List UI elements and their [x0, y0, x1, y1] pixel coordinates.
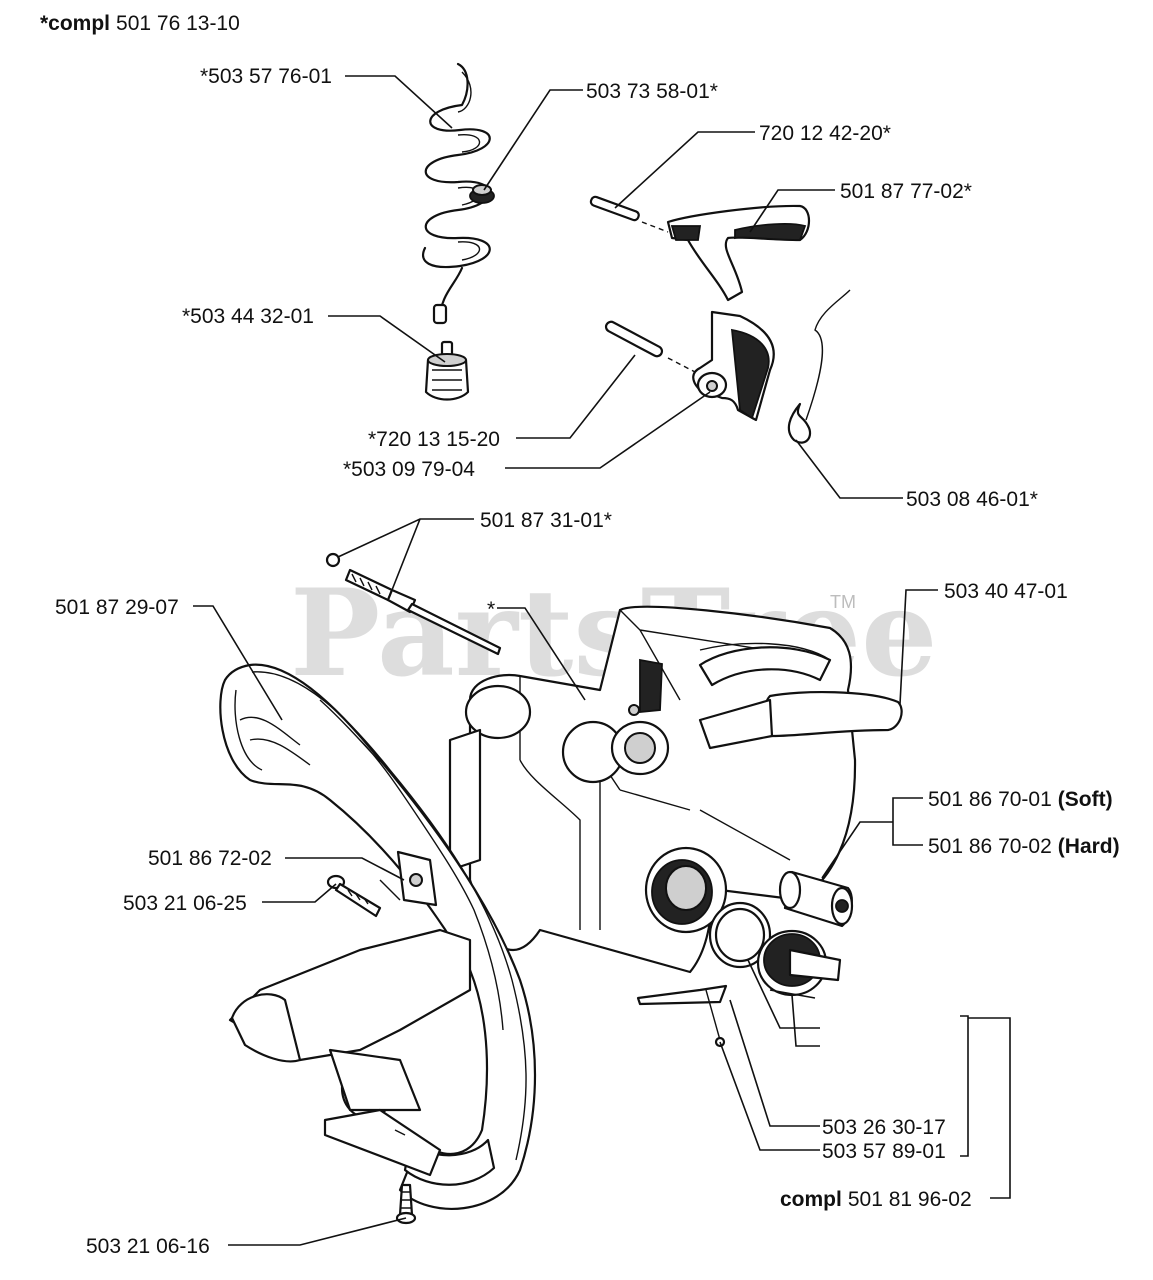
throttle-trigger-label: 501 87 77-02* — [840, 180, 972, 203]
fuel-cap-drawing — [756, 929, 842, 999]
buffer-drawing — [778, 870, 854, 928]
buffer-hard-qualifier: (Hard) — [1058, 835, 1120, 858]
oring-label: 503 26 30-17 — [822, 1116, 946, 1139]
compl-bottom-number: 501 81 96-02 — [848, 1188, 972, 1211]
pin-top-label: 720 12 42-20* — [759, 122, 891, 145]
throttle-lockout-label: *503 09 79-04 — [343, 458, 475, 481]
pin-lower-label: *720 13 15-20 — [368, 428, 500, 451]
buffer-hard-label: 501 86 70-02 (Hard) — [928, 835, 1120, 858]
spring-label: 503 08 46-01* — [906, 488, 1038, 511]
pin-lower-drawing — [604, 320, 696, 373]
bracket-drawing — [379, 850, 438, 907]
buffer-soft-number: 501 86 70-01 — [928, 788, 1052, 811]
leader-lines — [193, 75, 1011, 1246]
fuel-filter-label: *503 44 32-01 — [182, 305, 314, 328]
throttle-lockout-drawing — [692, 310, 775, 422]
choke-lever-label: 503 40 47-01 — [944, 580, 1068, 603]
screw-side-drawing — [326, 874, 382, 918]
rod-label: 501 87 31-01* — [480, 509, 612, 532]
throttle-trigger-drawing — [666, 204, 811, 302]
strap-drawing — [636, 984, 728, 1048]
compl-top-prefix: *compl — [40, 12, 110, 35]
oring-drawing — [708, 901, 772, 969]
rod-drawing — [325, 552, 502, 656]
compl-bottom-label: compl 501 81 96-02 — [780, 1188, 972, 1211]
watermark-trademark: TM — [830, 592, 856, 612]
screw-bottom-drawing — [395, 1183, 417, 1225]
choke-lever-drawing — [698, 690, 903, 750]
asterisk-label: * — [487, 598, 495, 621]
fuel-hose-drawing — [422, 62, 495, 325]
spring-drawing — [787, 289, 851, 444]
screw-side-label: 503 21 06-25 — [123, 892, 247, 915]
base-rear-drawing — [228, 928, 472, 1177]
screw-bottom-label: 503 21 06-16 — [86, 1235, 210, 1258]
grommet-label: 503 73 58-01* — [586, 80, 718, 103]
handle-bar-label: 501 87 29-07 — [55, 596, 179, 619]
compl-bottom-prefix: compl — [780, 1188, 842, 1211]
buffer-soft-label: 501 86 70-01 (Soft) — [928, 788, 1113, 811]
compl-top-number: 501 76 13-10 — [116, 12, 240, 35]
buffer-hard-number: 501 86 70-02 — [928, 835, 1052, 858]
buffer-soft-qualifier: (Soft) — [1058, 788, 1113, 811]
bracket-label: 501 86 72-02 — [148, 847, 272, 870]
pin-top-drawing — [589, 195, 669, 233]
strap-label: 503 57 89-01 — [822, 1140, 946, 1163]
tank-housing-drawing — [448, 605, 857, 974]
fuel-hose-label: *503 57 76-01 — [200, 65, 332, 88]
fuel-filter-drawing — [424, 340, 470, 401]
handle-bar-drawing — [219, 663, 537, 1210]
compl-top-label: *compl 501 76 13-10 — [40, 12, 240, 35]
